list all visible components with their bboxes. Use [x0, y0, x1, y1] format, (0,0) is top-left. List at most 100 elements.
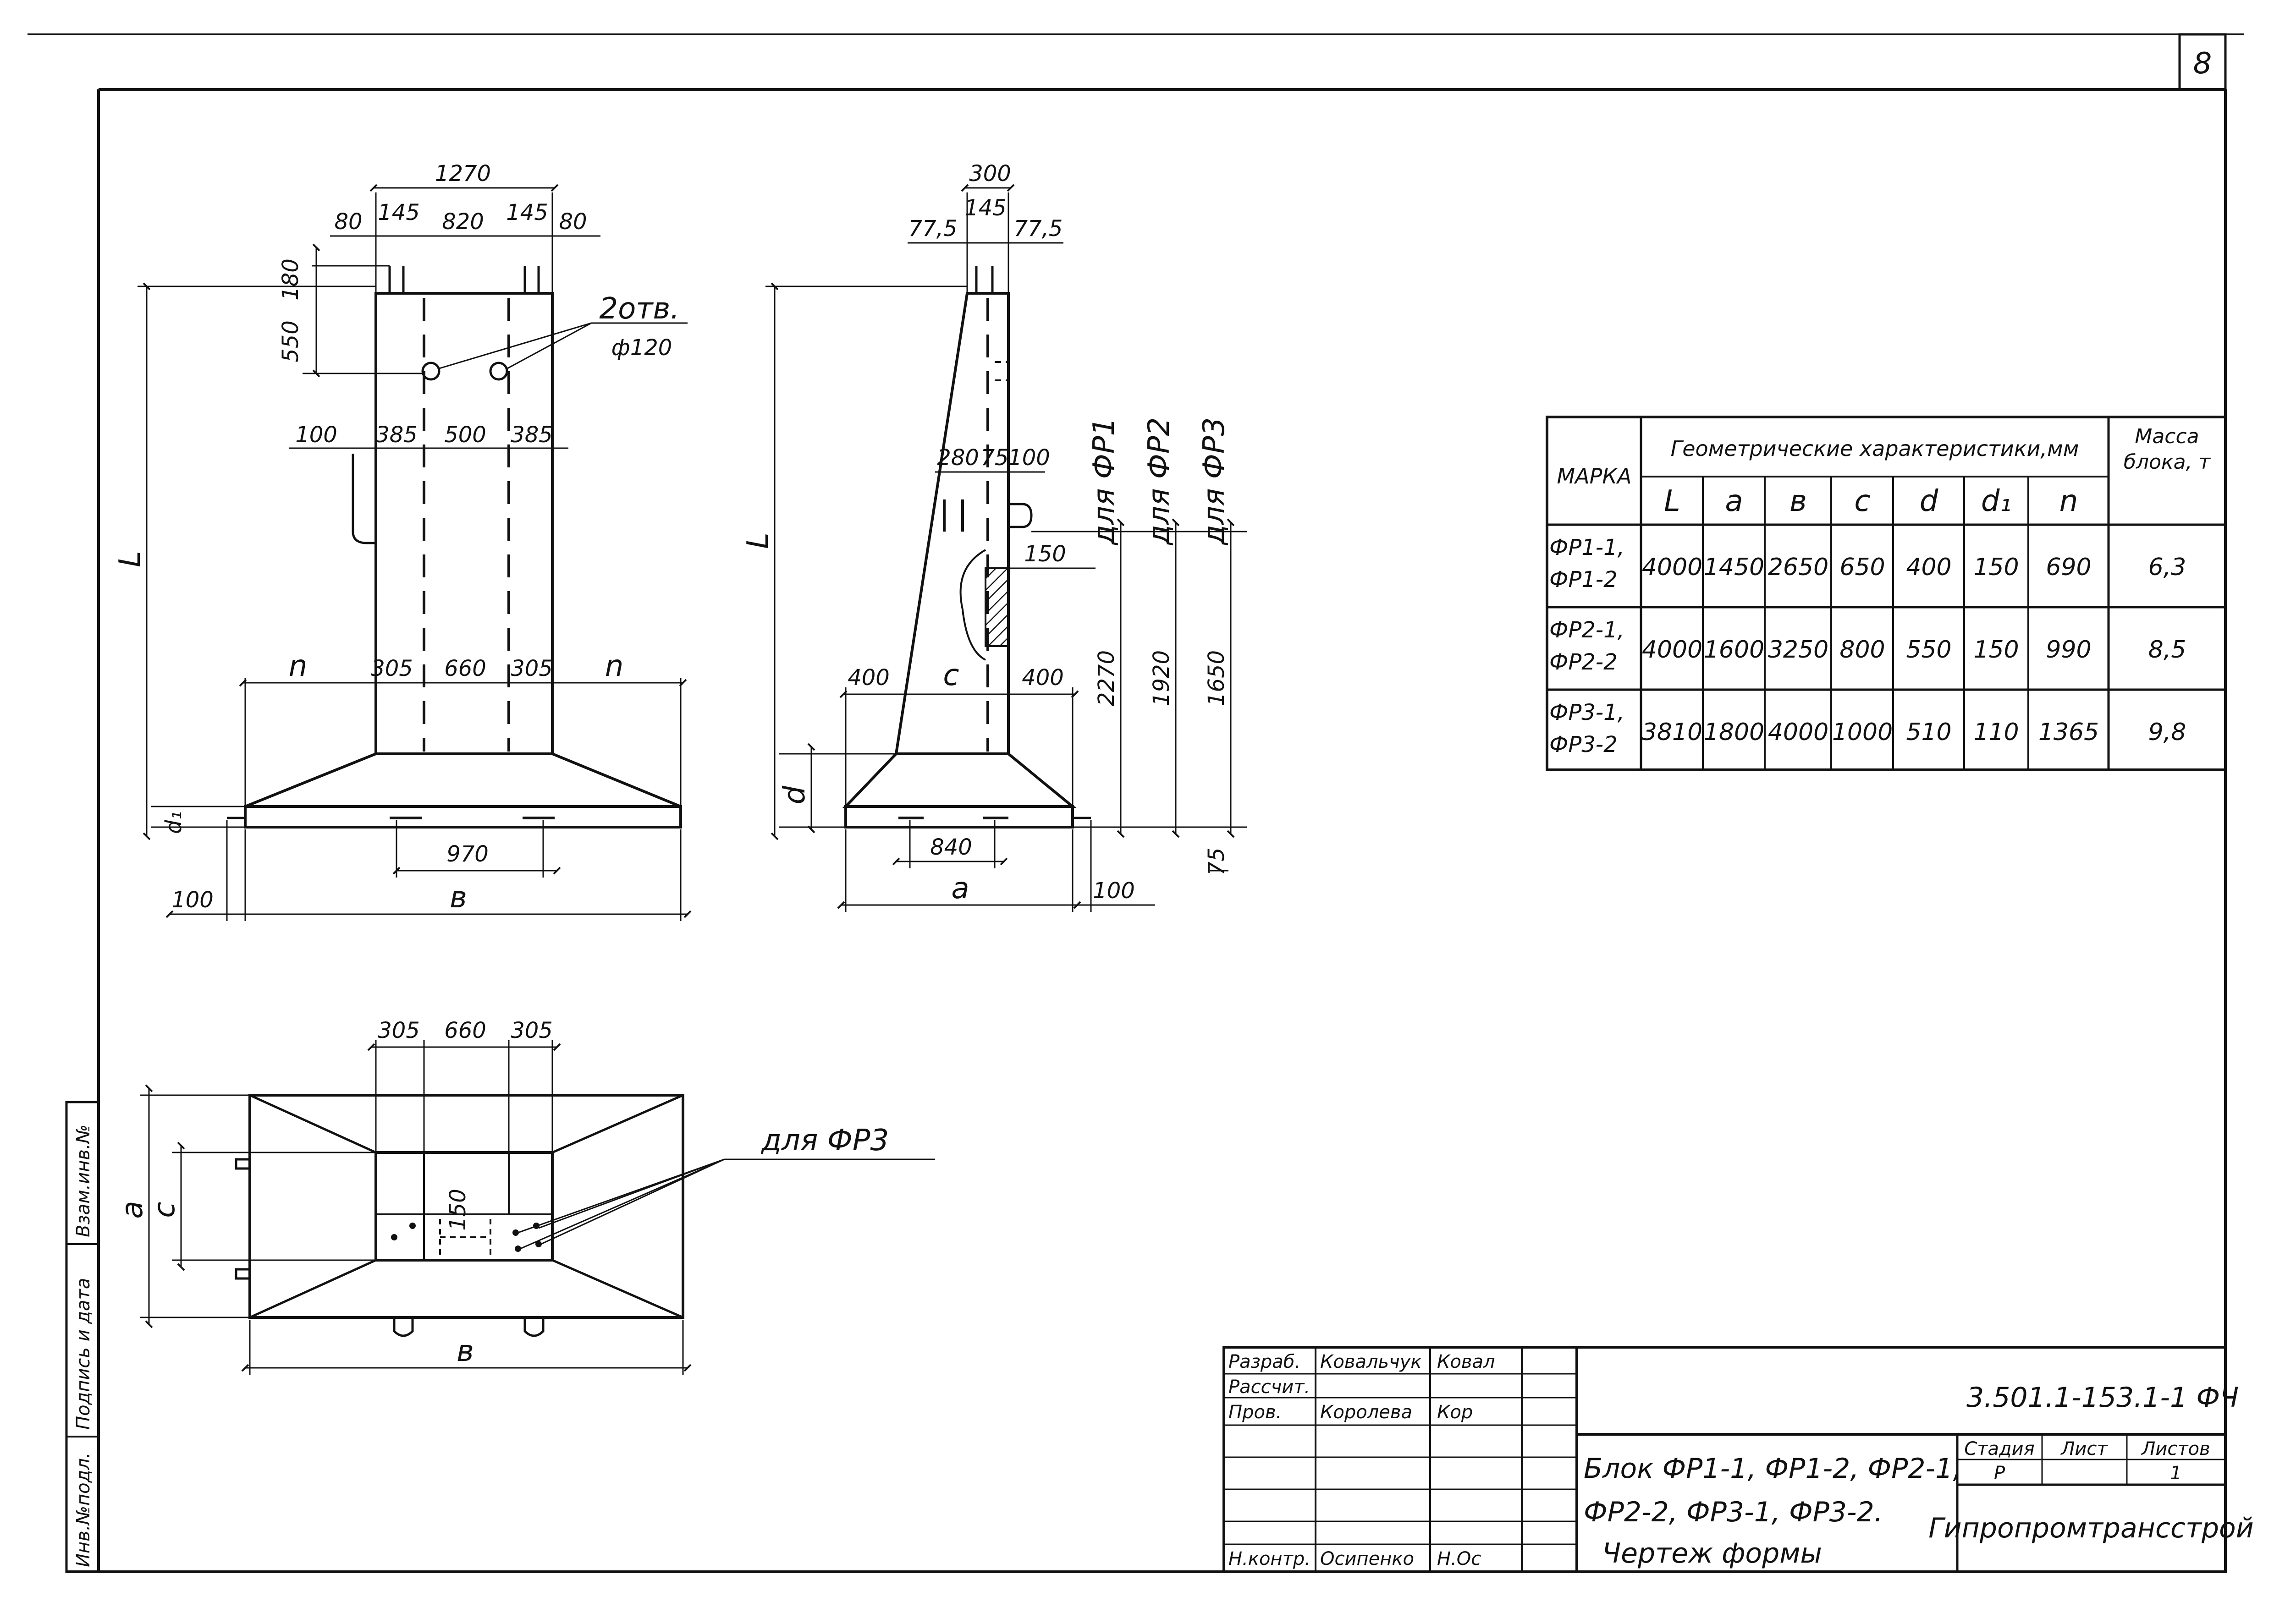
plan-stem [374, 1151, 554, 1262]
front-hole-note-dia: ф120 [611, 335, 672, 361]
table-cell-a: 1800 [1704, 719, 1764, 746]
table-row: ФР2-1, ФР2-2 4000 1600 3250 800 550 150 … [1549, 617, 2186, 675]
plan-inner-dim: 150 [445, 1189, 471, 1231]
dim-front-bottom-edge: 100 [171, 887, 214, 913]
dim-front-base-left: 305 [371, 656, 413, 681]
role-name: Ковальчук [1320, 1351, 1422, 1372]
table-cell-d1: 110 [1973, 719, 2019, 746]
dim-front-right-slot: 145 [506, 200, 548, 225]
sheets-value: 1 [2170, 1463, 2181, 1484]
role-label: Н.контр. [1228, 1548, 1310, 1569]
role-label: Рассчит. [1228, 1377, 1310, 1398]
dim-front-mid-edge: 100 [295, 422, 337, 448]
dim-front-left-slot: 145 [378, 200, 420, 225]
stamp-signature: Подпись и дата [73, 1278, 94, 1430]
side-stamp: Инв.№подл. Подпись и дата Взам.инв.№ [65, 1101, 100, 1573]
dim-front-middle: 820 [442, 209, 484, 235]
role-signature: Н.Ос [1437, 1548, 1481, 1569]
height-value-fr2: 1920 [1149, 650, 1174, 706]
front-hole-left [421, 362, 440, 381]
table-cell-mass: 9,8 [2148, 719, 2186, 746]
dim-side-middle: 145 [964, 195, 1007, 221]
plan-a-label: a [116, 1201, 149, 1218]
table-col-d1: d₁ [1981, 484, 2011, 518]
front-base-slope [244, 752, 682, 808]
role-label: Разраб. [1228, 1351, 1300, 1372]
table-col-a: a [1725, 484, 1743, 518]
page-number: 8 [2193, 47, 2212, 81]
table-cell-mark: ФР1-1, ФР1-2 [1549, 535, 1624, 593]
sheet-label: Лист [2060, 1438, 2108, 1459]
table-cell-mass: 8,5 [2148, 636, 2186, 664]
role-signature: Ковал [1437, 1351, 1495, 1372]
front-hole-right [489, 362, 508, 381]
doc-code: 3.501.1-153.1-1 ФЧ [1966, 1382, 2239, 1414]
dim-front-base-n-right: n [605, 649, 624, 683]
table-col-d: d [1920, 484, 1938, 518]
table-row: ФР3-1, ФР3-2 3810 1800 4000 1000 510 110… [1549, 700, 2186, 757]
dim-plan-right: 305 [511, 1018, 553, 1043]
dim-front-total: 1270 [435, 161, 491, 187]
table-cell-n: 1365 [2038, 719, 2099, 746]
front-base-plate [244, 805, 682, 828]
table-cell-c: 1000 [1832, 719, 1893, 746]
table-header-geom: Геометрические характеристики,мм [1671, 436, 2079, 461]
side-base-plate [844, 805, 1074, 828]
dim-side-right: 77,5 [1014, 216, 1063, 241]
table-row: ФР1-1, ФР1-2 4000 1450 2650 650 400 150 … [1549, 535, 2186, 593]
stage-label: Стадия [1964, 1438, 2034, 1459]
table-cell-d: 510 [1906, 719, 1951, 746]
dim-side-slot-c: 100 [1008, 445, 1050, 471]
plan-c-label: c [148, 1202, 182, 1218]
table-header-mark: МАРКА [1557, 464, 1631, 488]
table-cell-d1: 150 [1973, 554, 2019, 581]
front-d1-label: d₁ [161, 811, 187, 834]
height-for-fr2: для ФР2 [1142, 417, 1176, 545]
dim-front-mid-left: 385 [375, 422, 418, 448]
dim-side-slot-b: 75 [980, 445, 1008, 471]
plan-view: 305 660 305 a c 150 в для ФР3 [116, 1018, 935, 1375]
dim-front-hole-offset: 180 [278, 258, 303, 301]
dim-side-left: 77,5 [908, 216, 958, 241]
dim-front-base-n-left: n [289, 649, 308, 683]
dim-side-bottom-edge: 100 [1093, 878, 1135, 904]
table-cell-a: 1600 [1704, 636, 1764, 664]
dim-front-left-edge: 80 [334, 209, 362, 235]
dim-front-bottom-slot: 970 [446, 841, 489, 867]
role-name: Осипенко [1320, 1548, 1414, 1569]
table-cell-L: 4000 [1642, 636, 1702, 664]
organization: Гипропромтрансстрой [1928, 1512, 2253, 1544]
front-view: 1270 80 145 820 145 80 180 550 2отв. ф12… [113, 161, 692, 921]
dim-front-mid-middle: 500 [444, 422, 486, 448]
side-view: 150 300 77,5 145 77,5 L 280 75 100 400 c… [741, 161, 1247, 912]
dim-plan-left: 305 [378, 1018, 420, 1043]
front-height-label: L [113, 551, 147, 567]
side-height-label: L [741, 532, 775, 549]
dim-side-base-middle: c [943, 658, 959, 692]
title-line-3: Чертеж формы [1602, 1537, 1822, 1569]
table-cell-b: 2650 [1768, 554, 1828, 581]
height-value-fr3: 1650 [1204, 650, 1229, 706]
plan-outline [248, 1094, 684, 1319]
table-cell-b: 4000 [1768, 719, 1828, 746]
table-cell-L: 4000 [1642, 554, 1702, 581]
table-cell-mark: ФР2-1, ФР2-2 [1549, 617, 1624, 675]
table-cell-c: 800 [1839, 636, 1885, 664]
front-hole-note-count: 2отв. [599, 292, 679, 326]
dim-side-slot-a: 280 [937, 445, 979, 471]
dim-front-mid-right: 385 [511, 422, 553, 448]
dim-front-right-edge: 80 [559, 209, 587, 235]
role-label: Пров. [1228, 1402, 1282, 1423]
title-line-1: Блок ФР1-1, ФР1-2, ФР2-1, [1584, 1453, 1961, 1485]
table-cell-a: 1450 [1704, 554, 1764, 581]
dim-side-bottom-slot: 840 [930, 834, 972, 860]
dim-front-base-middle: 660 [444, 656, 486, 681]
dim-front-base-right: 305 [511, 656, 553, 681]
table-col-L: L [1664, 484, 1680, 518]
role-name: Королева [1320, 1402, 1412, 1423]
dim-side-total: 300 [969, 161, 1011, 187]
plan-width-label: в [457, 1334, 474, 1368]
stamp-replaced: Взам.инв.№ [73, 1125, 94, 1237]
table-cell-n: 690 [2046, 554, 2091, 581]
